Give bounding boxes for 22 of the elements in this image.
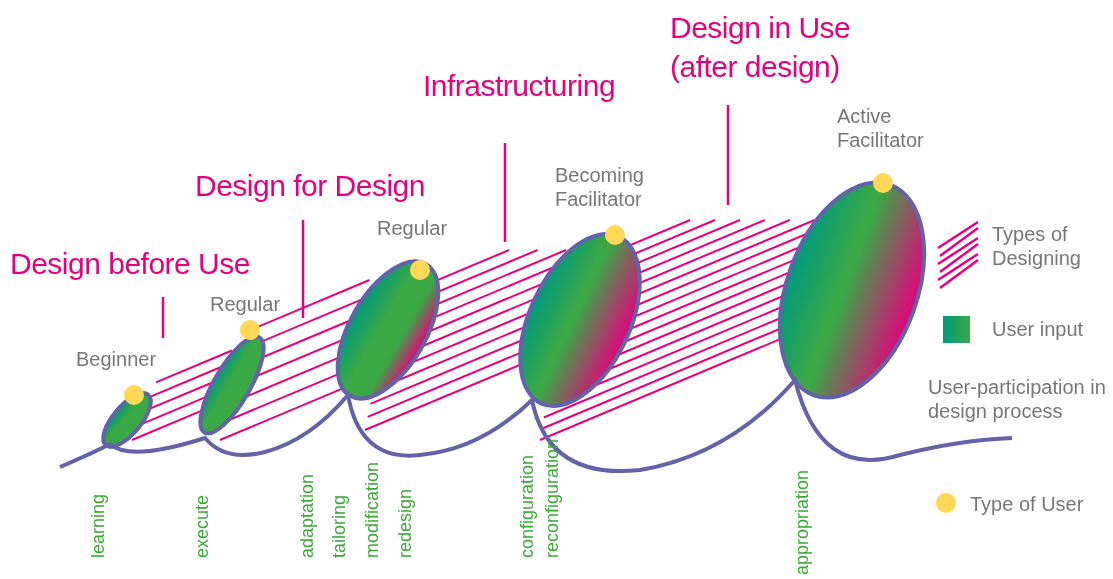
- activity-label: adaptation: [297, 473, 318, 558]
- phase-heading: Infrastructuring: [423, 68, 616, 104]
- legend-label: User-participation in design process: [928, 375, 1107, 423]
- user-type-label: Regular: [377, 216, 448, 240]
- legend-label: Type of User: [970, 492, 1084, 516]
- phase-heading: Design before Use: [10, 246, 250, 282]
- activity-label: redesign: [395, 488, 416, 558]
- activity-label: modification: [362, 461, 383, 558]
- activity-label: learning: [88, 493, 109, 558]
- phase-heading: Design for Design: [195, 168, 425, 204]
- activity-label: tailoring: [329, 494, 350, 558]
- user-type-label: Regular: [210, 292, 281, 316]
- legend-label: Types of Designing: [992, 222, 1082, 270]
- user-type-label: Beginner: [76, 347, 157, 371]
- phase-heading: Design in Use (after design): [670, 10, 852, 85]
- user-type-label: Active Facilitator: [837, 104, 925, 152]
- activity-label: reconfiguration: [542, 438, 563, 558]
- user-type-label: Becoming Facilitator: [555, 163, 645, 211]
- activity-label: appropriation: [792, 469, 813, 575]
- legend-label: User input: [992, 317, 1084, 341]
- activity-label: execute: [192, 494, 213, 558]
- activity-label: configuration: [517, 454, 538, 558]
